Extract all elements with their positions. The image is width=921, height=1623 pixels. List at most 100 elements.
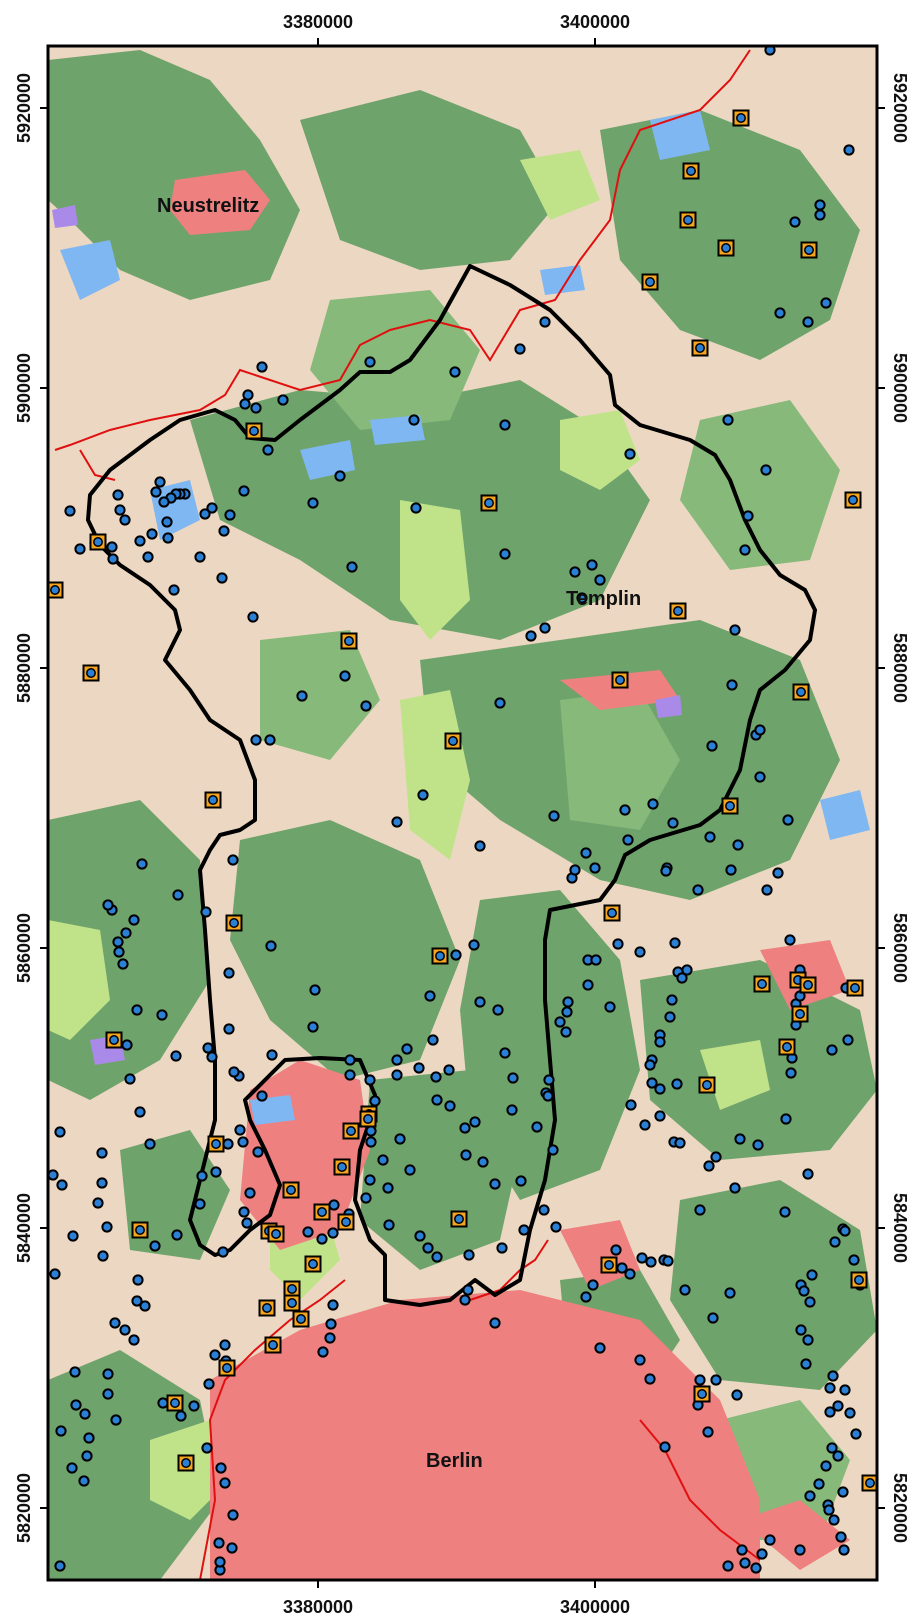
highlighted-site-point: [286, 1185, 296, 1195]
sample-point: [194, 1198, 206, 1210]
sample-point: [360, 700, 372, 712]
y-tick-label-right-5880000: 5880000: [890, 633, 910, 703]
sample-point: [391, 816, 403, 828]
sample-point: [206, 1051, 218, 1063]
sample-point: [239, 398, 251, 410]
sample-point: [70, 1399, 82, 1411]
sample-point: [307, 497, 319, 509]
sample-point: [170, 1050, 182, 1062]
sample-point: [219, 1339, 231, 1351]
sample-point: [69, 1366, 81, 1378]
sample-point: [669, 937, 681, 949]
highlighted-site-point: [736, 113, 746, 123]
sample-point: [704, 831, 716, 843]
tick-marks: [40, 38, 885, 1588]
highlighted-site-point: [615, 675, 625, 685]
highlighted-site-point: [317, 1207, 327, 1217]
sample-point: [580, 847, 592, 859]
highlighted-site-point: [850, 983, 860, 993]
sample-point: [634, 1354, 646, 1366]
sample-point: [404, 1164, 416, 1176]
sample-point: [754, 724, 766, 736]
sample-point: [346, 561, 358, 573]
y-tick-label-left-5860000: 5860000: [14, 913, 34, 983]
sample-point: [417, 789, 429, 801]
sample-point: [666, 994, 678, 1006]
sample-point: [639, 1119, 651, 1131]
sample-point: [837, 1486, 849, 1498]
sample-point: [81, 1450, 93, 1462]
sample-point: [339, 670, 351, 682]
sample-point: [92, 1197, 104, 1209]
highlighted-site-point: [346, 1126, 356, 1136]
sample-point: [67, 1230, 79, 1242]
sample-point: [538, 1204, 550, 1216]
highlighted-site-point: [435, 951, 445, 961]
sample-point: [722, 414, 734, 426]
highlighted-site-point: [795, 1009, 805, 1019]
y-tick-label-right-5840000: 5840000: [890, 1193, 910, 1263]
sample-point: [469, 1116, 481, 1128]
sample-point: [216, 572, 228, 584]
sample-point: [365, 1125, 377, 1137]
sample-point: [201, 1442, 213, 1454]
sample-point: [422, 1242, 434, 1254]
sample-point: [209, 1349, 221, 1361]
sample-point: [136, 858, 148, 870]
sample-point: [548, 810, 560, 822]
sample-point: [124, 1073, 136, 1085]
sample-point: [74, 543, 86, 555]
sample-point: [214, 1556, 226, 1568]
sample-point: [131, 1004, 143, 1016]
sample-point: [459, 1294, 471, 1306]
sample-point: [525, 630, 537, 642]
sample-point: [222, 1138, 234, 1150]
sample-point: [619, 804, 631, 816]
sample-point: [724, 1287, 736, 1299]
sample-point: [569, 566, 581, 578]
sample-point: [645, 1256, 657, 1268]
sample-point: [654, 1083, 666, 1095]
sample-point: [364, 1074, 376, 1086]
sample-point: [569, 864, 581, 876]
sample-point: [802, 1168, 814, 1180]
sample-point: [109, 1317, 121, 1329]
sample-point: [106, 541, 118, 553]
sample-point: [156, 1009, 168, 1021]
highlighted-site-point: [865, 1478, 875, 1488]
sample-point: [800, 1358, 812, 1370]
sample-point: [750, 1562, 762, 1574]
sample-point: [474, 996, 486, 1008]
sample-point: [779, 1206, 791, 1218]
sample-point: [168, 584, 180, 596]
sample-point: [307, 1021, 319, 1033]
highlighted-site-point: [109, 1035, 119, 1045]
sample-point: [223, 967, 235, 979]
sample-point: [128, 1334, 140, 1346]
sample-point: [102, 1388, 114, 1400]
sample-point: [624, 448, 636, 460]
sample-point: [826, 1442, 838, 1454]
sample-point: [850, 1428, 862, 1440]
sample-point: [586, 559, 598, 571]
highlighted-site-point: [222, 1363, 232, 1373]
sample-point: [66, 1462, 78, 1474]
sample-point: [477, 1156, 489, 1168]
sample-point: [202, 1042, 214, 1054]
sample-point: [238, 485, 250, 497]
sample-point: [610, 1244, 622, 1256]
sample-point: [449, 366, 461, 378]
sample-point: [679, 1284, 691, 1296]
highlighted-site-point: [683, 215, 693, 225]
sample-point: [587, 1279, 599, 1291]
sample-point: [580, 1291, 592, 1303]
sample-point: [634, 946, 646, 958]
sample-point: [707, 1312, 719, 1324]
sample-point: [594, 1342, 606, 1354]
y-tick-label-left-5880000: 5880000: [14, 633, 34, 703]
sample-point: [262, 444, 274, 456]
sample-point: [154, 476, 166, 488]
sample-point: [250, 734, 262, 746]
sample-point: [244, 1187, 256, 1199]
sample-point: [102, 899, 114, 911]
